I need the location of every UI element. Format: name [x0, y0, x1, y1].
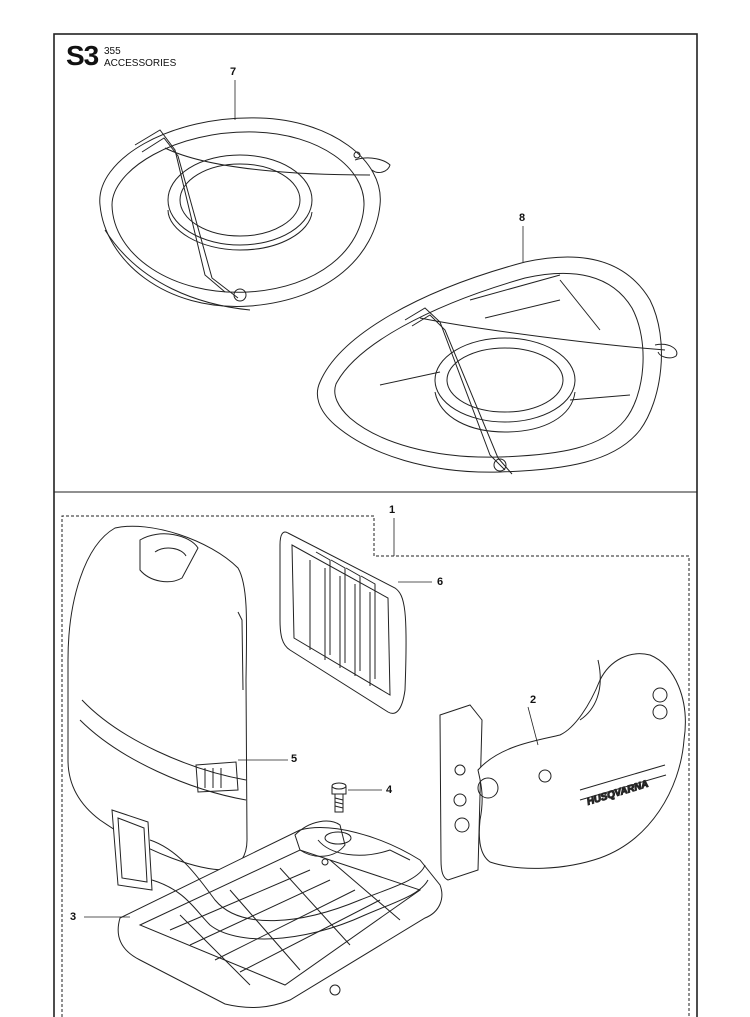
diagram-frame: [53, 33, 698, 1017]
callout-1: 1: [389, 504, 396, 516]
section-title: ACCESSORIES: [104, 58, 177, 69]
callout-5: 5: [291, 753, 298, 765]
side-cover-drawing: HUSQVARNA: [439, 653, 686, 881]
callout-6: 6: [437, 576, 444, 588]
triangular-guard-drawing: [316, 256, 678, 475]
callout-2: 2: [530, 694, 537, 706]
base-plate-drawing: [111, 809, 443, 1008]
section-code: S3: [66, 40, 99, 71]
callout-7: 7: [230, 66, 237, 78]
leader-lines: [84, 80, 539, 918]
callout-8: 8: [519, 212, 526, 224]
callout-3: 3: [70, 911, 77, 923]
kit-boundary: [61, 515, 690, 1017]
model-number: 355: [104, 46, 121, 57]
screw-drawing: [331, 782, 347, 813]
air-filter-cover-drawing: [67, 525, 248, 871]
round-guard-drawing: [99, 117, 391, 311]
callout-4: 4: [386, 784, 393, 796]
air-filter-drawing: [279, 531, 407, 714]
